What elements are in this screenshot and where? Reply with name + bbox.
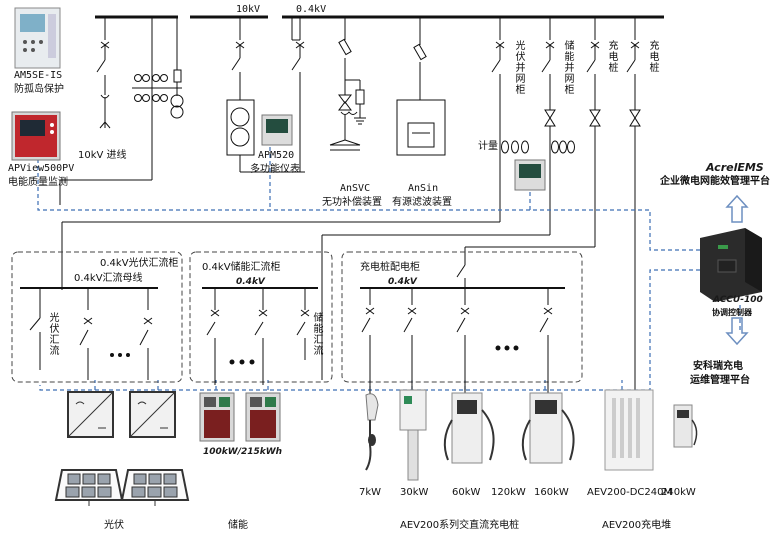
charging-panel-internals — [360, 264, 565, 395]
charge-platform-2: 运维管理平台 — [690, 375, 750, 386]
pv-caption: 光伏 — [104, 520, 124, 531]
pv-bus-label: 0.4kV汇流母线 — [74, 273, 143, 284]
apm520-meter — [261, 114, 293, 146]
feeder-charger-2 — [626, 17, 641, 390]
lv-incomer — [291, 17, 305, 172]
lv-bus-label: 0.4kV — [296, 4, 327, 15]
power-7kw: 7kW — [359, 487, 382, 498]
ems-title: AcrelEMS — [706, 161, 764, 174]
metering-meter — [514, 159, 546, 191]
stack-caption: AEV200充电堆 — [602, 520, 672, 531]
metering-label: 计量 — [478, 141, 498, 152]
accu-controller — [700, 228, 762, 302]
controller-desc: 协调控制器 — [712, 308, 752, 317]
pq-monitor-device — [11, 111, 61, 161]
power-160kw: 160kW — [534, 487, 569, 498]
relay-label-2: 防孤岛保护 — [14, 84, 64, 95]
charging-bus-label: 0.4kV — [388, 277, 417, 287]
storage-feeder-label: 储能汇流 — [311, 312, 322, 356]
svc-label-2: 无功补偿装置 — [322, 197, 382, 208]
pt-ct-group — [59, 17, 184, 205]
pv-ellipsis-dots — [110, 353, 130, 357]
storage-panel-title: 0.4kV储能汇流柜 — [202, 262, 281, 273]
meter-label-2: 多功能仪表 — [250, 164, 300, 175]
feeder-label-charger-1: 充电桩 — [606, 40, 617, 73]
storage-cabinet-1 — [199, 392, 235, 442]
svc-branch — [329, 17, 366, 151]
pv-inverter-2 — [129, 391, 176, 438]
charger-caption: AEV200系列交直流充电桩 — [400, 520, 520, 531]
pq-label-1: APView500PV — [8, 163, 75, 174]
sin-branch — [396, 17, 446, 156]
storage-panel-internals — [202, 287, 318, 385]
pq-label-2: 电能质量监测 — [8, 177, 68, 188]
incoming-label: 10kV 进线 — [78, 150, 127, 161]
feeder-label-pv: 光伏并网柜 — [513, 40, 524, 95]
pv-panel-internals — [20, 287, 158, 380]
relay-label-1: AM5SE-IS — [14, 70, 63, 81]
meter-label-1: APM520 — [258, 150, 295, 161]
feeder-pv-grid — [61, 17, 505, 290]
charging-ellipsis-dots — [495, 345, 519, 351]
relay-device — [14, 7, 61, 69]
charging-panel-title: 充电桩配电柜 — [360, 262, 420, 273]
transformer — [226, 17, 305, 173]
storage-spec: 100kW/215kWh — [203, 447, 283, 457]
feeder-label-storage: 储能并网柜 — [562, 40, 573, 95]
power-30kw: 30kW — [400, 487, 429, 498]
sin-label-1: AnSin — [408, 183, 439, 194]
pv-panel-title: 0.4kV光伏汇流柜 — [100, 258, 179, 269]
power-60kw: 60kW — [452, 487, 481, 498]
storage-ellipsis-dots — [229, 359, 255, 365]
svc-label-1: AnSVC — [340, 183, 371, 194]
ems-arrows — [725, 194, 749, 346]
feeder-label-charger-2: 充电桩 — [647, 40, 658, 73]
metering-cts — [501, 140, 575, 154]
incoming-feeder — [96, 17, 111, 129]
pv-feeder-label: 光伏汇流 — [47, 312, 58, 356]
pv-module-1 — [54, 469, 124, 506]
charger-7kw — [365, 393, 379, 471]
charging-terminal-240kw — [673, 404, 698, 448]
charge-platform-1: 安科瑞充电 — [693, 361, 743, 372]
storage-bus-label: 0.4kV — [236, 277, 265, 287]
pv-panel-box — [11, 251, 183, 383]
controller-name: ACCU-100 — [713, 295, 763, 305]
storage-caption: 储能 — [228, 520, 248, 531]
power-240kw: 240kW — [661, 487, 696, 498]
storage-cabinet-2 — [245, 392, 281, 442]
pv-module-2 — [120, 469, 190, 506]
power-120kw: 120kW — [491, 487, 526, 498]
charging-panel-box — [341, 251, 583, 383]
pv-inverter-1 — [67, 391, 114, 438]
sin-label-2: 有源滤波装置 — [392, 197, 452, 208]
storage-panel-box — [189, 251, 333, 383]
charging-stack-240m — [604, 389, 654, 471]
ems-subtitle: 企业微电网能效管理平台 — [660, 176, 770, 187]
feeder-storage-grid — [321, 17, 556, 380]
power-dc240m: AEV200-DC240M — [587, 487, 673, 498]
charger-30kw — [399, 389, 427, 481]
hv-bus-label: 10kV — [236, 4, 261, 15]
charger-160kw — [521, 392, 575, 464]
charger-60kw — [443, 392, 495, 464]
feeder-charger-1 — [464, 17, 601, 265]
